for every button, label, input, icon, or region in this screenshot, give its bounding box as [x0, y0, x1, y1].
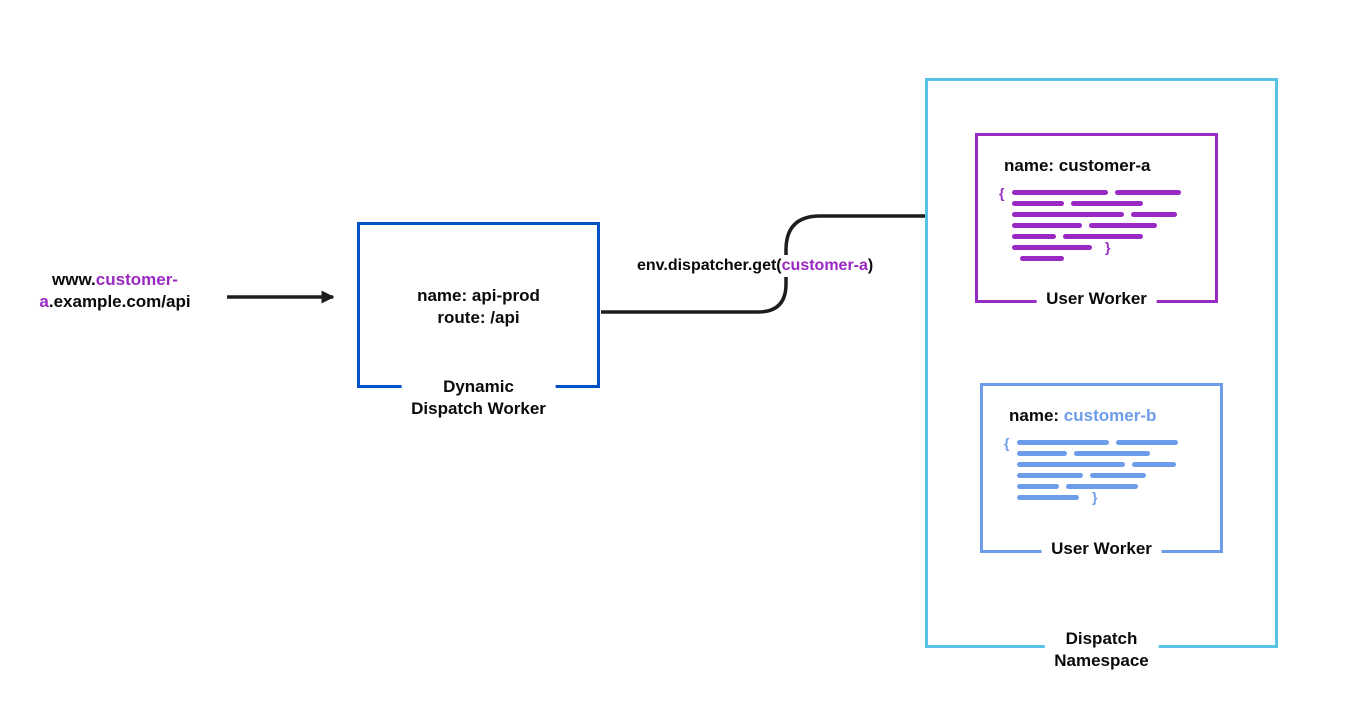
request-url-line1: www.customer- — [10, 269, 220, 291]
code-bar — [1066, 484, 1138, 489]
dispatch-worker-route: route: /api — [437, 308, 520, 327]
code-bar — [1012, 245, 1092, 250]
request-url: www.customer- a.example.com/api — [10, 269, 220, 313]
code-bar — [1020, 256, 1064, 261]
code-bar — [1017, 462, 1125, 467]
call-argument: customer-a — [781, 257, 868, 274]
user-worker-b-box: name: customer-b { } User Worker — [980, 383, 1223, 560]
dispatch-worker-label: Dynamic Dispatch Worker — [401, 376, 556, 421]
worker-a-caption: User Worker — [1036, 287, 1157, 310]
code-line — [1017, 462, 1220, 467]
code-bar — [1131, 212, 1177, 217]
code-bar — [1089, 223, 1157, 228]
code-bar — [1090, 473, 1146, 478]
namespace-label-line2: Namespace — [1054, 650, 1149, 670]
dispatch-worker-label-line1: Dynamic — [443, 377, 514, 397]
code-line — [1012, 201, 1215, 206]
code-bar — [1017, 440, 1109, 445]
code-line — [1012, 223, 1215, 228]
code-line — [1017, 473, 1220, 478]
code-line — [1020, 256, 1215, 261]
code-line — [1012, 234, 1215, 239]
worker-b-caption: User Worker — [1041, 537, 1162, 560]
user-worker-a-box: name: customer-a { } User Worker — [975, 133, 1218, 310]
code-bar — [1063, 234, 1143, 239]
code-line — [1012, 190, 1215, 195]
call-prefix: env.dispatcher.get( — [637, 257, 782, 274]
url-prefix: www. — [52, 270, 96, 289]
code-bar — [1017, 451, 1067, 456]
dispatch-namespace-label: Dispatch Namespace — [1044, 627, 1159, 672]
code-bar — [1012, 201, 1064, 206]
code-line: } — [1017, 489, 1220, 505]
worker-b-open-brace: { — [1004, 435, 1010, 451]
code-bar — [1115, 190, 1181, 195]
worker-b-name-prefix: name: — [1009, 406, 1064, 425]
namespace-label-line1: Dispatch — [1065, 628, 1138, 648]
worker-a-name: name: customer-a — [1004, 156, 1151, 175]
code-line — [1012, 212, 1215, 217]
worker-b-name-value: customer-b — [1063, 406, 1157, 425]
worker-b-name: name: customer-b — [983, 386, 1220, 426]
code-bar — [1017, 473, 1083, 478]
code-bar — [1012, 190, 1108, 195]
dispatch-worker-label-line2: Dispatch Worker — [411, 399, 546, 419]
dispatch-worker-config: name: api-prod route: /api — [360, 285, 597, 329]
code-bar — [1116, 440, 1178, 445]
worker-b-code-block: { } — [1004, 436, 1220, 505]
code-bar — [1017, 495, 1079, 500]
dispatcher-call-label: env.dispatcher.get(customer-a) — [632, 255, 879, 277]
worker-a-code-block: { } — [999, 186, 1215, 261]
code-bar — [1071, 201, 1143, 206]
code-bar — [1017, 484, 1059, 489]
dispatch-worker-name: name: api-prod — [417, 286, 540, 305]
dynamic-dispatch-worker-box: name: api-prod route: /api Dynamic Dispa… — [357, 222, 600, 421]
code-line — [1017, 484, 1220, 489]
url-highlight-line2: a — [39, 292, 49, 311]
code-line: } — [1012, 239, 1215, 255]
url-highlight-line1: customer- — [95, 270, 178, 289]
url-suffix: .example.com/api — [48, 292, 191, 311]
dispatch-namespace-box: name: customer-a { } User Worker name: c… — [925, 78, 1278, 672]
code-line — [1017, 440, 1220, 445]
worker-a-open-brace: { — [999, 185, 1005, 201]
code-bar — [1012, 223, 1082, 228]
code-bar — [1074, 451, 1150, 456]
code-bar — [1012, 234, 1056, 239]
code-bar — [1012, 212, 1124, 217]
call-suffix: ) — [867, 257, 874, 274]
code-line — [1017, 451, 1220, 456]
close-brace: } — [1092, 489, 1098, 505]
code-bar — [1132, 462, 1176, 467]
close-brace: } — [1105, 239, 1111, 255]
request-url-line2: a.example.com/api — [10, 291, 220, 313]
